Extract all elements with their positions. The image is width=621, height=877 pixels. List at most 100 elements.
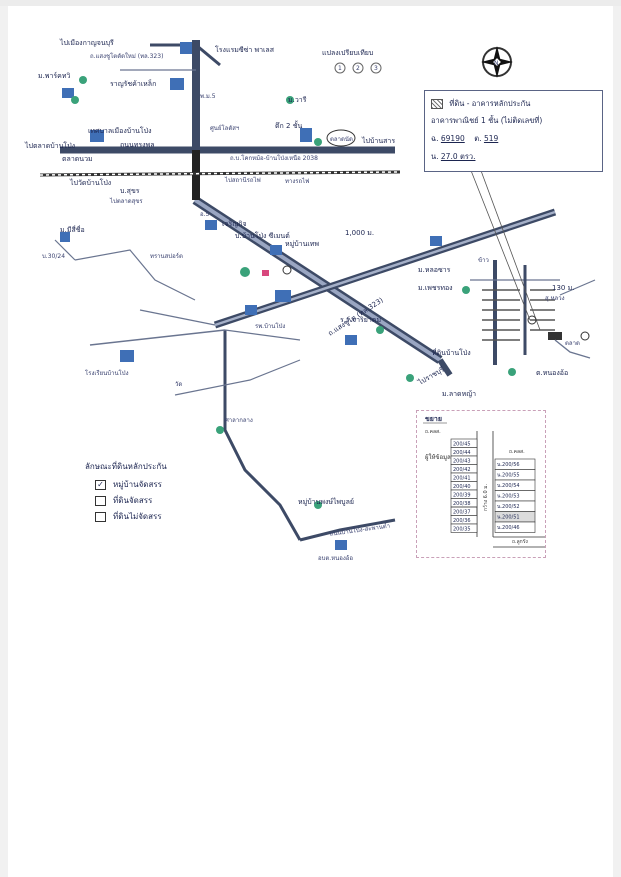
label-village-right: หมู่บ้านเทพ <box>285 240 319 248</box>
inset-lot-right-label: น.200/51 <box>497 515 520 521</box>
label-to-banpong-left: ไปตลาดบ้านโป่ง <box>24 141 75 150</box>
subject-parcel <box>548 332 562 340</box>
label-dist: พ.ม.5 <box>200 93 216 100</box>
checkbox-empty-icon <box>95 511 106 522</box>
label-makro: ม.พาร์คทวิ <box>38 72 70 80</box>
label-two-floor: ตึก 2 ชั้น <box>275 119 302 130</box>
label-road-323: ถ.แสงชูโตตัดใหม่ (ทล.323) <box>90 52 163 60</box>
label-mmsri: ม.มีสี่ชื่อ <box>60 225 85 234</box>
label-jaroen-school: ร.ร.จาริยาคม <box>340 316 381 324</box>
legend-area-row: น. 27.0 ตรว. <box>431 151 475 163</box>
label-to-kamphaeng: ไปเมืองกาญจนบุรี <box>59 38 114 47</box>
inset-lot-left <box>450 523 478 533</box>
label-hua-hin: อบต.หนองอ้อ <box>318 555 353 562</box>
key-item-allocated-land: ที่ดินจัดสรร <box>95 494 167 507</box>
label-sala: ศาลากลาง <box>225 417 253 424</box>
checkbox-empty-icon <box>95 495 106 506</box>
label-m-phet: ม.เพชรทอง <box>418 284 453 292</box>
area-value: 27.0 ตรว. <box>440 152 476 161</box>
label-rd-songphon: ถนนทรงพล <box>120 141 155 149</box>
deed-number: 69190 <box>440 134 465 143</box>
label-nong-ya: ต.หนองอ้อ <box>536 369 568 377</box>
label-kasikorn: ไปตลาดสุขร <box>109 197 143 205</box>
inset-title: ขยาย <box>425 415 442 423</box>
inset-lot-left-label: 200/40 <box>453 484 471 490</box>
legend-item-row: ที่ดิน - อาคารหลักประกัน <box>431 98 530 110</box>
north-label: N <box>494 60 499 67</box>
tree-icons <box>71 76 516 509</box>
inset-side-label: ผู้ให้ข้อมูล 1 <box>425 453 457 461</box>
inset-lot-right-label: น.200/56 <box>497 462 520 468</box>
label-dist-130: 130 ม. <box>552 284 574 292</box>
label-town-hall: เทศบาลเมืองบ้านโป่ง <box>88 126 152 135</box>
marker-1: 1 <box>338 65 342 72</box>
inset-lot-left-label: 200/35 <box>453 527 471 533</box>
label-to-banpong: ไปบ้านสาร <box>361 136 395 145</box>
collateral-legend-box: ที่ดิน - อาคารหลักประกัน อาคารพาณิชย์ 1 … <box>424 90 603 172</box>
marker-2: 2 <box>356 65 360 72</box>
key-item-label: หมู่บ้านจัดสรร <box>113 480 162 489</box>
label-warehouse: ม.วารี <box>288 96 307 104</box>
label-right-pair: ตลาด <box>565 340 580 347</box>
label-rd-lot: สุ.หลวง <box>545 295 565 302</box>
land-type-key: ลักษณะที่ดินหลักประกัน ✓ หมู่บ้านจัดสรร … <box>85 460 167 526</box>
label-fresh-market: ตลาดนัด <box>330 136 353 143</box>
inset-right-road: ถ.คลส. <box>509 449 525 455</box>
inset-lot-right-label: น.200/53 <box>497 494 520 500</box>
area-prefix: น. <box>431 152 439 161</box>
label-rail: ทางรถไฟ <box>285 177 309 185</box>
inset-lot-right-label: น.200/54 <box>497 483 520 489</box>
label-paddy: ข้าว <box>478 257 489 264</box>
label-dist-1000: 1,000 ม. <box>345 229 374 237</box>
south-road <box>223 330 302 541</box>
checkbox-checked-icon: ✓ <box>95 479 106 490</box>
key-item-label: ที่ดินไม่จัดสรร <box>113 512 162 521</box>
key-item-housing-estate: ✓ หมู่บ้านจัดสรร <box>95 478 167 491</box>
parcel-number: 519 <box>483 134 499 143</box>
parcel-prefix: ต. <box>474 134 482 143</box>
label-m-lom: ม.หลอซาร <box>418 266 451 274</box>
inset-lot-right <box>494 521 536 533</box>
inset-lot-left-label: 200/36 <box>453 518 471 524</box>
label-trans: ทรานสปอร์ต <box>150 252 183 260</box>
inset-width-label: กว้าง 6.0 ม. <box>482 483 489 511</box>
label-m-lat: ม.ลาดหญ้า <box>442 390 476 398</box>
label-market2: ตลาดนวม <box>62 155 93 163</box>
inset-lot-left-label: 200/38 <box>453 501 471 507</box>
inset-lot-right-label: น.200/46 <box>497 525 520 531</box>
map-title: แปลงเปรียบเทียบ <box>322 49 373 57</box>
legend-item-label: ที่ดิน - อาคารหลักประกัน <box>449 99 531 108</box>
inset-lots-left: 200/45200/44200/43200/42200/41200/40200/… <box>450 438 478 533</box>
north-arrow-icon: N <box>481 46 513 78</box>
label-to-bp-station: ไปวัดบ้านโป่ง <box>69 178 111 187</box>
label-hospital: รพ.บ้านโป่ง <box>255 322 285 330</box>
deed-prefix: ฉ. <box>431 134 439 143</box>
key-title: ลักษณะที่ดินหลักประกัน <box>85 462 167 471</box>
key-item-unallocated-land: ที่ดินไม่จัดสรร <box>95 510 167 523</box>
label-sukon: บ.สุขร <box>120 187 140 195</box>
label-banpong-cement: บ.บ้านโป่ง ซีเมนต์ <box>235 231 290 240</box>
inset-lot-left-label: 200/37 <box>453 510 471 516</box>
label-wat: วัด <box>175 381 182 388</box>
inset-lot-left-label: 200/45 <box>453 442 471 448</box>
key-item-label: ที่ดินจัดสรร <box>113 496 153 505</box>
legend-deed-row: ฉ. 69190 ต. 519 <box>431 133 498 145</box>
inset-lot-left-label: 200/39 <box>453 493 471 499</box>
inset-bottom-road: ถ.ลูกรัง <box>512 539 528 545</box>
label-rd-30-24: บ.30/24 <box>42 253 65 260</box>
label-u5: อ.5 <box>200 211 210 218</box>
inset-lot-left-label: 200/43 <box>453 459 471 465</box>
inset-lots-right: น.200/56 น.200/55 น.200/54 น.200/53 น.200/52… <box>494 458 536 533</box>
building-icons <box>60 42 442 550</box>
inset-lot-right-label: น.200/55 <box>497 473 520 479</box>
label-rd-2038: ถ.บ.โคกหม้อ-บ้านโป่งเหนือ 2038 <box>230 154 318 162</box>
inset-lot-left-label: 200/42 <box>453 467 471 473</box>
label-tinkwang: ที่ดินบ้านโป่ง <box>432 348 471 357</box>
inset-left-road: ถ.คลส. <box>425 429 441 435</box>
label-lotus: ศูนย์โลตัสฯ <box>210 124 239 132</box>
label-hotel: โรงแรมซีซ่า พาเลส <box>215 45 275 54</box>
hatch-swatch-icon <box>431 99 443 109</box>
legend-building: อาคารพาณิชย์ 1 ชั้น (ไม่ติดเลขที่) <box>431 116 543 125</box>
label-market: ราญรัชค้าเหล็ก <box>110 79 156 88</box>
inset-lot-right-label: น.200/52 <box>497 504 520 510</box>
